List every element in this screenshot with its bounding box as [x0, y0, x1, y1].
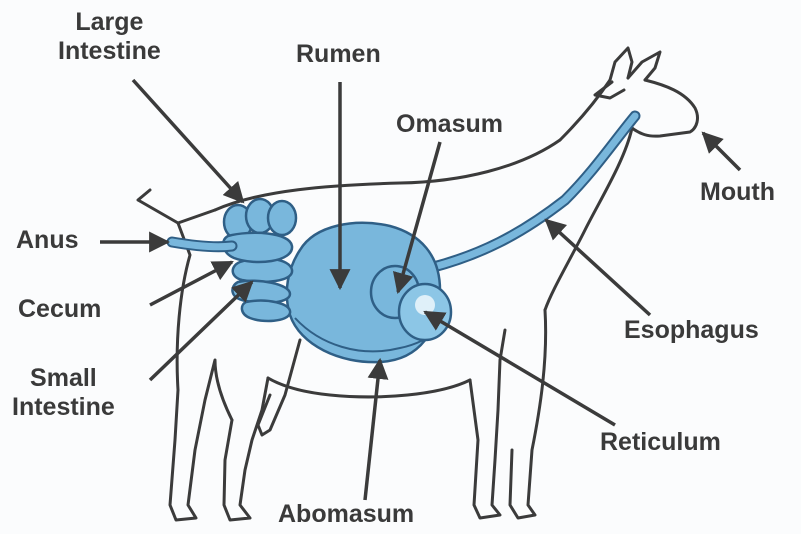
label-cecum: Cecum — [18, 295, 101, 324]
label-rumen: Rumen — [296, 40, 381, 69]
label-large-intestine-line1: Large — [58, 8, 161, 37]
label-small-intestine-line1: Small — [12, 364, 115, 393]
label-anus: Anus — [16, 226, 79, 255]
label-small-intestine: Small Intestine — [12, 364, 115, 422]
label-mouth: Mouth — [700, 178, 775, 207]
label-abomasum: Abomasum — [278, 500, 414, 529]
large-intestine-loops — [223, 199, 296, 262]
label-large-intestine: Large Intestine — [58, 8, 161, 66]
label-large-intestine-line2: Intestine — [58, 37, 161, 66]
label-omasum: Omasum — [396, 110, 503, 139]
label-small-intestine-line2: Intestine — [12, 393, 115, 422]
label-reticulum: Reticulum — [600, 428, 721, 457]
small-intestine-coils — [232, 258, 292, 321]
label-esophagus: Esophagus — [624, 316, 759, 345]
